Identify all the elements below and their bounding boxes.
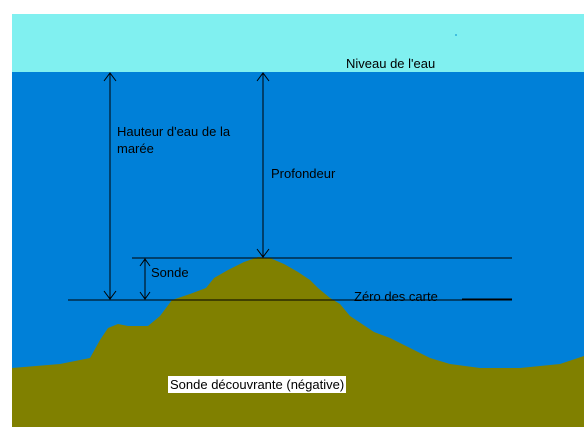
tide-height-arrow — [103, 72, 117, 300]
tide-height-label: Hauteur d'eau de la marée — [117, 124, 231, 156]
depth-arrow — [256, 72, 270, 258]
water-level-label: Niveau de l'eau — [346, 56, 436, 71]
sounding-label: Sonde — [151, 265, 189, 280]
chart-datum-label: Zéro des carte — [354, 289, 438, 304]
seabed — [12, 257, 584, 427]
surface-band — [12, 14, 584, 72]
sounding-arrow — [139, 258, 151, 300]
depth-label: Profondeur — [271, 166, 336, 181]
drying-height-label: Sonde découvrante (négative) — [168, 376, 347, 393]
surface-speck — [455, 34, 457, 36]
